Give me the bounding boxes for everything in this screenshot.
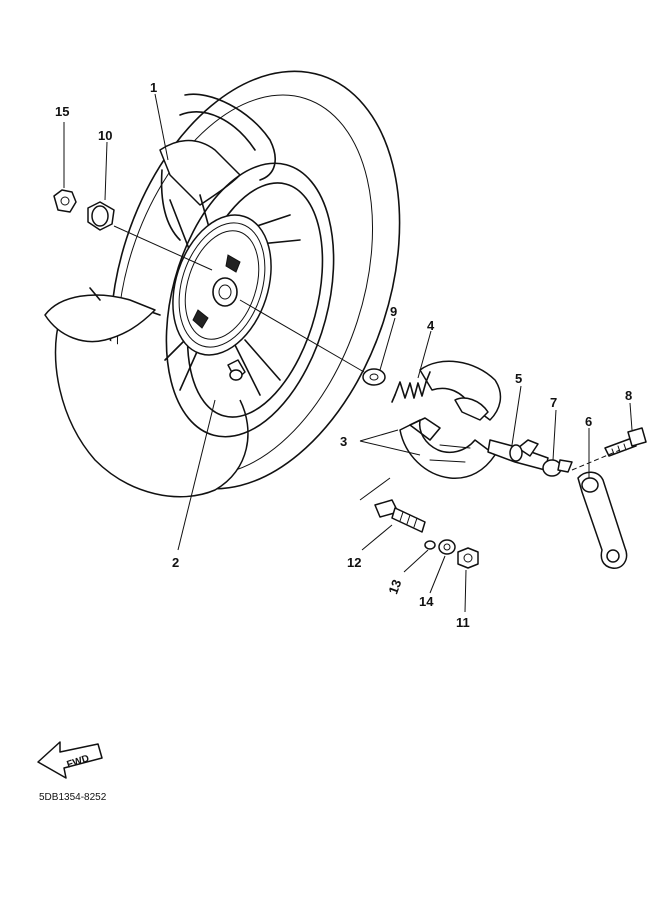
callout-numbers: 1 15 10 9 4 5 8 7 6 3 2 12 13 14 11 — [55, 80, 632, 630]
callout-11: 11 — [456, 615, 470, 630]
plain-washer — [438, 539, 456, 555]
callout-12: 12 — [347, 555, 361, 570]
callout-6: 6 — [585, 414, 592, 429]
callout-9: 9 — [390, 304, 397, 319]
diagram-part-code: 5DB1354-8252 — [39, 792, 107, 803]
callout-3: 3 — [340, 434, 347, 449]
callout-1: 1 — [150, 80, 157, 95]
callout-8: 8 — [625, 388, 632, 403]
callout-5: 5 — [515, 371, 522, 386]
nut — [457, 547, 479, 569]
brake-shoes — [399, 360, 502, 479]
leader-lines — [63, 93, 633, 613]
spacer — [87, 201, 115, 231]
wheel-assembly — [44, 70, 401, 498]
washer — [362, 368, 386, 386]
callout-2: 2 — [172, 555, 179, 570]
brake-camshaft — [487, 439, 549, 471]
callout-7: 7 — [550, 395, 557, 410]
callout-4: 4 — [427, 318, 435, 333]
bolt — [604, 427, 647, 457]
anchor-pin — [374, 499, 426, 533]
callout-13: 13 — [385, 577, 404, 596]
wear-indicator — [542, 459, 573, 477]
brake-spring — [391, 371, 431, 403]
o-ring — [424, 540, 436, 550]
callout-14: 14 — [419, 594, 434, 609]
forward-arrow: FWD — [37, 741, 103, 779]
callout-15: 15 — [55, 104, 69, 119]
camshaft-lever — [577, 471, 628, 569]
callout-10: 10 — [98, 128, 112, 143]
axle-nut — [53, 189, 77, 213]
